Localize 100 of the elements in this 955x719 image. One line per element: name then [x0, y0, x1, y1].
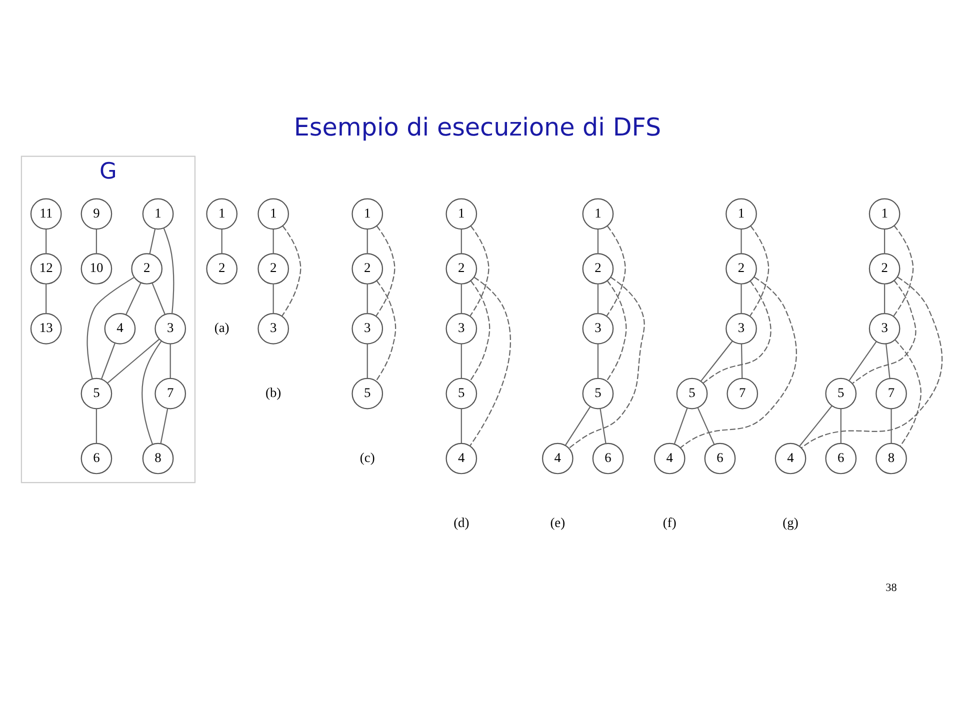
connector: [107, 338, 160, 383]
connector: [152, 282, 166, 314]
connector: [740, 228, 742, 254]
connector: [606, 225, 626, 316]
node-circle: 3: [726, 312, 757, 344]
label: (g): [782, 514, 798, 530]
node-circle: 3: [868, 312, 900, 344]
connector: [272, 284, 274, 313]
label: (a): [214, 320, 230, 335]
node-circle: 2: [726, 252, 757, 284]
connector: [86, 276, 134, 378]
node-circle: 4: [774, 442, 806, 474]
connector: [470, 276, 511, 446]
node-circle: 3: [582, 312, 614, 344]
connector: [597, 228, 599, 254]
connector: [96, 408, 98, 443]
connector: [170, 344, 171, 378]
connector: [126, 282, 142, 314]
node-circle: 6: [592, 442, 624, 474]
node-circle: 3: [352, 312, 384, 344]
connector: [840, 408, 842, 443]
node-circle: 1: [206, 198, 238, 230]
connector: [142, 340, 162, 444]
connector: [801, 276, 943, 448]
connector: [884, 284, 886, 313]
node-circle: 1: [142, 198, 174, 230]
connector: [221, 228, 222, 254]
connector: [749, 225, 770, 316]
node-circle: 3: [446, 312, 478, 344]
connector: [282, 225, 302, 316]
connector: [568, 276, 645, 448]
connector: [460, 284, 462, 313]
node-circle: 5: [582, 377, 614, 409]
node-circle: 5: [825, 377, 857, 409]
node-circle: 2: [206, 252, 238, 284]
connector: [96, 228, 98, 254]
node-circle: 5: [676, 377, 708, 409]
connector: [799, 405, 832, 446]
connector: [600, 408, 606, 444]
connector: [894, 338, 922, 446]
node-circle: 5: [352, 377, 384, 409]
connector: [886, 343, 890, 378]
node-circle: 4: [654, 442, 686, 474]
connector: [597, 284, 599, 313]
connector: [100, 342, 116, 379]
connector: [890, 408, 892, 443]
label: (b): [266, 384, 282, 400]
node-circle: 2: [258, 252, 289, 284]
label: (c): [360, 449, 375, 464]
node-circle: 5: [446, 377, 478, 409]
label: (f): [662, 514, 676, 530]
connector: [740, 284, 742, 313]
node-circle: 2: [446, 252, 478, 284]
node-circle: 8: [876, 442, 907, 474]
node-circle: 1: [258, 198, 289, 230]
node-circle: 7: [726, 377, 758, 409]
connector: [366, 284, 368, 313]
node-circle: 7: [876, 377, 907, 409]
node-circle: 1: [446, 198, 478, 230]
node-circle: 10: [80, 252, 112, 284]
node-circle: 1: [582, 198, 614, 230]
node-circle: 2: [131, 252, 162, 284]
connector: [852, 280, 916, 384]
connector: [702, 280, 772, 384]
node-circle: 4: [104, 312, 136, 344]
connector: [46, 228, 47, 254]
node-circle: 3: [258, 312, 289, 344]
connector: [680, 276, 797, 448]
connector: [740, 344, 743, 378]
node-circle: 4: [542, 442, 574, 474]
connector: [893, 224, 914, 316]
node-circle: 7: [154, 377, 186, 409]
connector: [149, 228, 156, 254]
connector: [460, 408, 462, 443]
node-circle: 1: [726, 198, 757, 230]
node-circle: 8: [142, 442, 174, 474]
label: (d): [454, 514, 470, 530]
connector: [597, 344, 599, 378]
connector: [163, 227, 174, 313]
node-circle: 2: [582, 252, 614, 284]
node-circle: 3: [154, 312, 186, 344]
node-circle: 12: [30, 252, 62, 284]
connector: [674, 407, 688, 444]
connector: [884, 228, 886, 254]
connector: [564, 406, 591, 446]
connector: [460, 228, 462, 254]
node-circle: 1: [352, 198, 384, 230]
node-circle: 6: [704, 442, 736, 474]
node-circle: 11: [30, 198, 62, 230]
label: 38: [886, 582, 897, 594]
connector: [697, 406, 715, 444]
connector: [272, 228, 274, 254]
connector: [470, 280, 490, 381]
connector: [376, 225, 396, 316]
connector: [366, 228, 368, 254]
connector: [46, 284, 47, 313]
connector: [376, 280, 396, 381]
diagram-title: Esempio di esecuzione di DFS: [294, 112, 662, 142]
node-circle: 9: [80, 198, 112, 230]
node-circle: 5: [80, 377, 112, 409]
